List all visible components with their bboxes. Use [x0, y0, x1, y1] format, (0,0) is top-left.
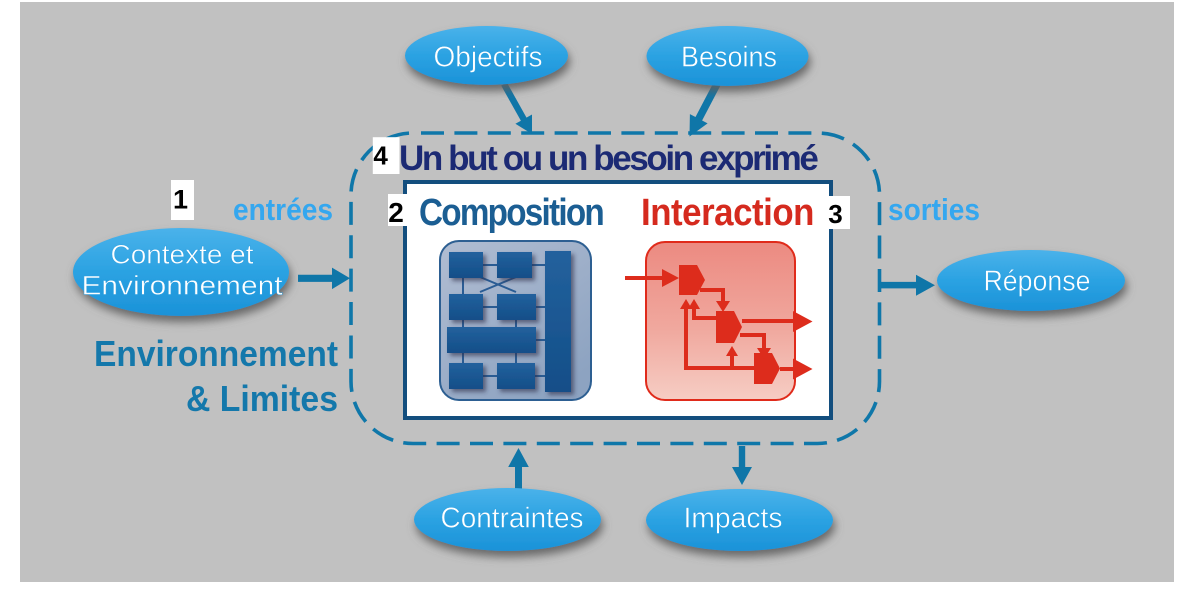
svg-text:Environnement: Environnement: [82, 271, 284, 301]
svg-text:2: 2: [388, 197, 404, 228]
svg-text:Contraintes: Contraintes: [441, 503, 584, 535]
svg-text:Un but ou un besoin exprimé: Un but ou un besoin exprimé: [399, 139, 818, 178]
svg-text:sorties: sorties: [888, 192, 980, 227]
svg-text:Interaction: Interaction: [641, 192, 814, 234]
svg-text:Composition: Composition: [419, 192, 603, 234]
svg-text:Objectifs: Objectifs: [434, 42, 543, 74]
svg-text:Réponse: Réponse: [984, 266, 1091, 298]
svg-text:1: 1: [173, 185, 188, 215]
svg-text:4: 4: [373, 141, 388, 171]
svg-text:Impacts: Impacts: [684, 503, 783, 535]
svg-text:Contexte et: Contexte et: [111, 240, 255, 270]
svg-text:& Limites: & Limites: [186, 378, 338, 419]
svg-text:3: 3: [828, 199, 842, 229]
svg-text:Besoins: Besoins: [681, 42, 777, 74]
svg-text:entrées: entrées: [233, 192, 333, 227]
svg-text:Environnement: Environnement: [94, 333, 338, 374]
